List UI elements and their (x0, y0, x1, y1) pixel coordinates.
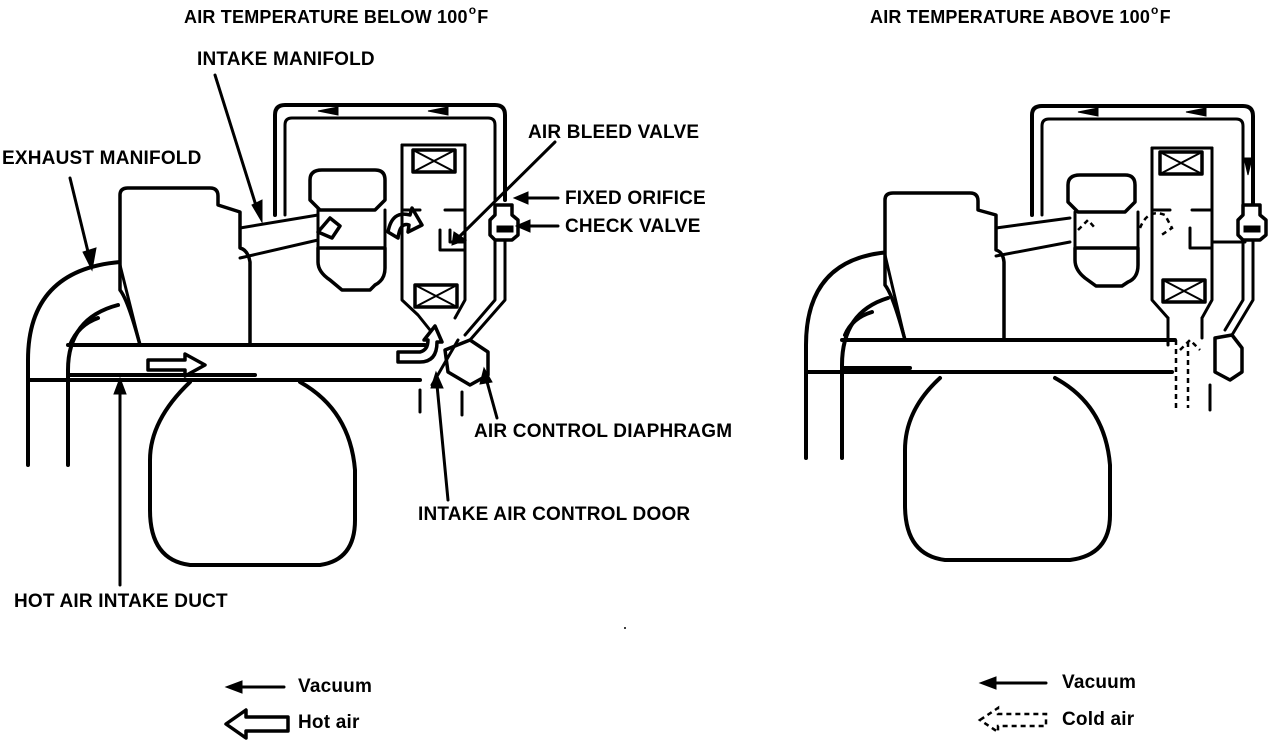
left-panel-title: AIR TEMPERATURE BELOW 100oF (184, 3, 489, 28)
degree-symbol: o (468, 3, 477, 17)
left-leader-lines (68, 73, 560, 587)
right-legend (977, 676, 1048, 735)
right-engine-diagram (804, 104, 1268, 562)
label-air-bleed-valve: AIR BLEED VALVE (528, 122, 700, 143)
left-engine-diagram (26, 103, 520, 567)
cold-air-arrow-icon (977, 705, 1048, 735)
legend-hot-air: Hot air (298, 712, 360, 733)
label-exhaust-manifold: EXHAUST MANIFOLD (2, 148, 202, 169)
left-title-prefix: AIR TEMPERATURE BELOW 100 (184, 7, 468, 27)
left-title-suffix: F (477, 7, 489, 27)
label-check-valve: CHECK VALVE (565, 216, 701, 237)
label-intake-air-control-door: INTAKE AIR CONTROL DOOR (418, 504, 691, 525)
legend-cold-air: Cold air (1062, 709, 1135, 730)
right-panel-title: AIR TEMPERATURE ABOVE 100oF (870, 3, 1171, 28)
degree-symbol: o (1151, 3, 1159, 17)
right-title-prefix: AIR TEMPERATURE ABOVE 100 (870, 7, 1151, 27)
label-intake-manifold: INTAKE MANIFOLD (197, 49, 375, 70)
right-title-suffix: F (1159, 7, 1171, 27)
label-fixed-orifice: FIXED ORIFICE (565, 188, 706, 209)
legend-vacuum-left: Vacuum (298, 676, 373, 697)
label-hot-air-intake-duct: HOT AIR INTAKE DUCT (14, 591, 228, 612)
left-legend (224, 680, 290, 740)
legend-vacuum-right: Vacuum (1062, 672, 1137, 693)
hot-air-arrow-icon (224, 708, 290, 740)
label-air-control-diaphragm: AIR CONTROL DIAPHRAGM (474, 421, 733, 442)
